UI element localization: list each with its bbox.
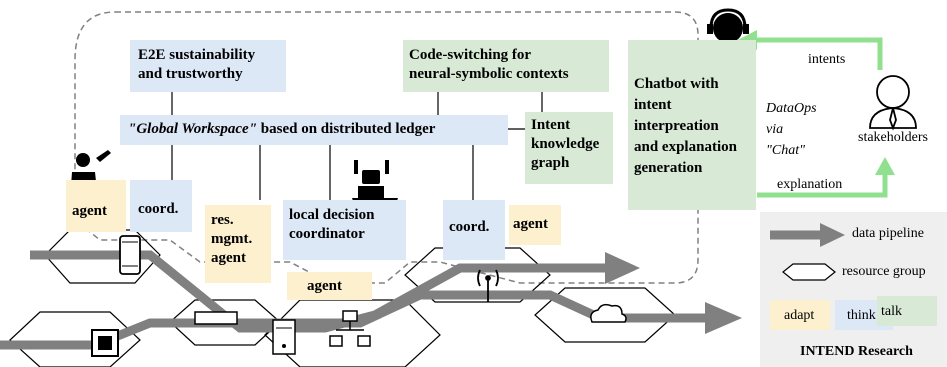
agent-box-center: agent bbox=[287, 272, 372, 300]
router-icon bbox=[194, 311, 238, 325]
global-workspace-box: "Global Workspace" based on distributed … bbox=[120, 115, 508, 145]
agent-box-left: agent bbox=[66, 180, 126, 232]
legend-data-pipeline-label: data pipeline bbox=[852, 226, 924, 241]
server-icon bbox=[272, 319, 296, 355]
intent-knowledge-graph-box: Intent knowledge graph bbox=[525, 112, 613, 184]
legend-research-label: INTEND Research bbox=[800, 344, 913, 359]
legend-hexagon-icon bbox=[782, 263, 836, 281]
agent-box-right: agent bbox=[509, 205, 561, 245]
e2e-sustainability-box: E2E sustainability and trustworthy bbox=[130, 40, 286, 92]
chat-flow-arrows bbox=[738, 30, 895, 198]
antenna-icon bbox=[477, 269, 499, 302]
coord-box-left: coord. bbox=[130, 180, 192, 232]
dataops-via-chat-label: DataOps via "Chat" bbox=[766, 101, 817, 158]
connectors bbox=[171, 92, 543, 200]
hexagon-resource-group bbox=[534, 287, 676, 343]
stakeholder-person-icon bbox=[869, 75, 917, 131]
explanation-label: explanation bbox=[777, 177, 843, 192]
legend-talk-swatch: talk bbox=[877, 296, 937, 326]
legend-pipeline-icon bbox=[770, 223, 845, 247]
resource-management-agent-box: res. mgmt. agent bbox=[205, 205, 271, 283]
hexagon-resource-group bbox=[9, 311, 141, 367]
chip-icon bbox=[91, 329, 119, 357]
smartphone-icon bbox=[119, 235, 141, 275]
local-decision-coordinator-box: local decision coordinator bbox=[283, 200, 406, 260]
global-workspace-subtitle: based on distributed ledger bbox=[257, 121, 436, 137]
network-icon bbox=[329, 310, 371, 347]
workspace-boundary bbox=[74, 11, 699, 284]
cloud-icon bbox=[590, 303, 627, 323]
coord-box-right: coord. bbox=[443, 200, 505, 260]
intents-label: intents bbox=[808, 52, 846, 67]
stakeholders-label: stakeholders bbox=[858, 130, 928, 145]
hexagon-resource-group bbox=[404, 247, 551, 303]
chatbot-box: Chatbot with intent interpreation and ex… bbox=[628, 40, 756, 210]
legend-adapt-swatch: adapt bbox=[770, 300, 830, 330]
global-workspace-title: "Global Workspace" bbox=[128, 121, 258, 137]
code-switching-box: Code-switching for neural-symbolic conte… bbox=[403, 40, 609, 92]
legend-resource-group-label: resource group bbox=[842, 264, 926, 279]
